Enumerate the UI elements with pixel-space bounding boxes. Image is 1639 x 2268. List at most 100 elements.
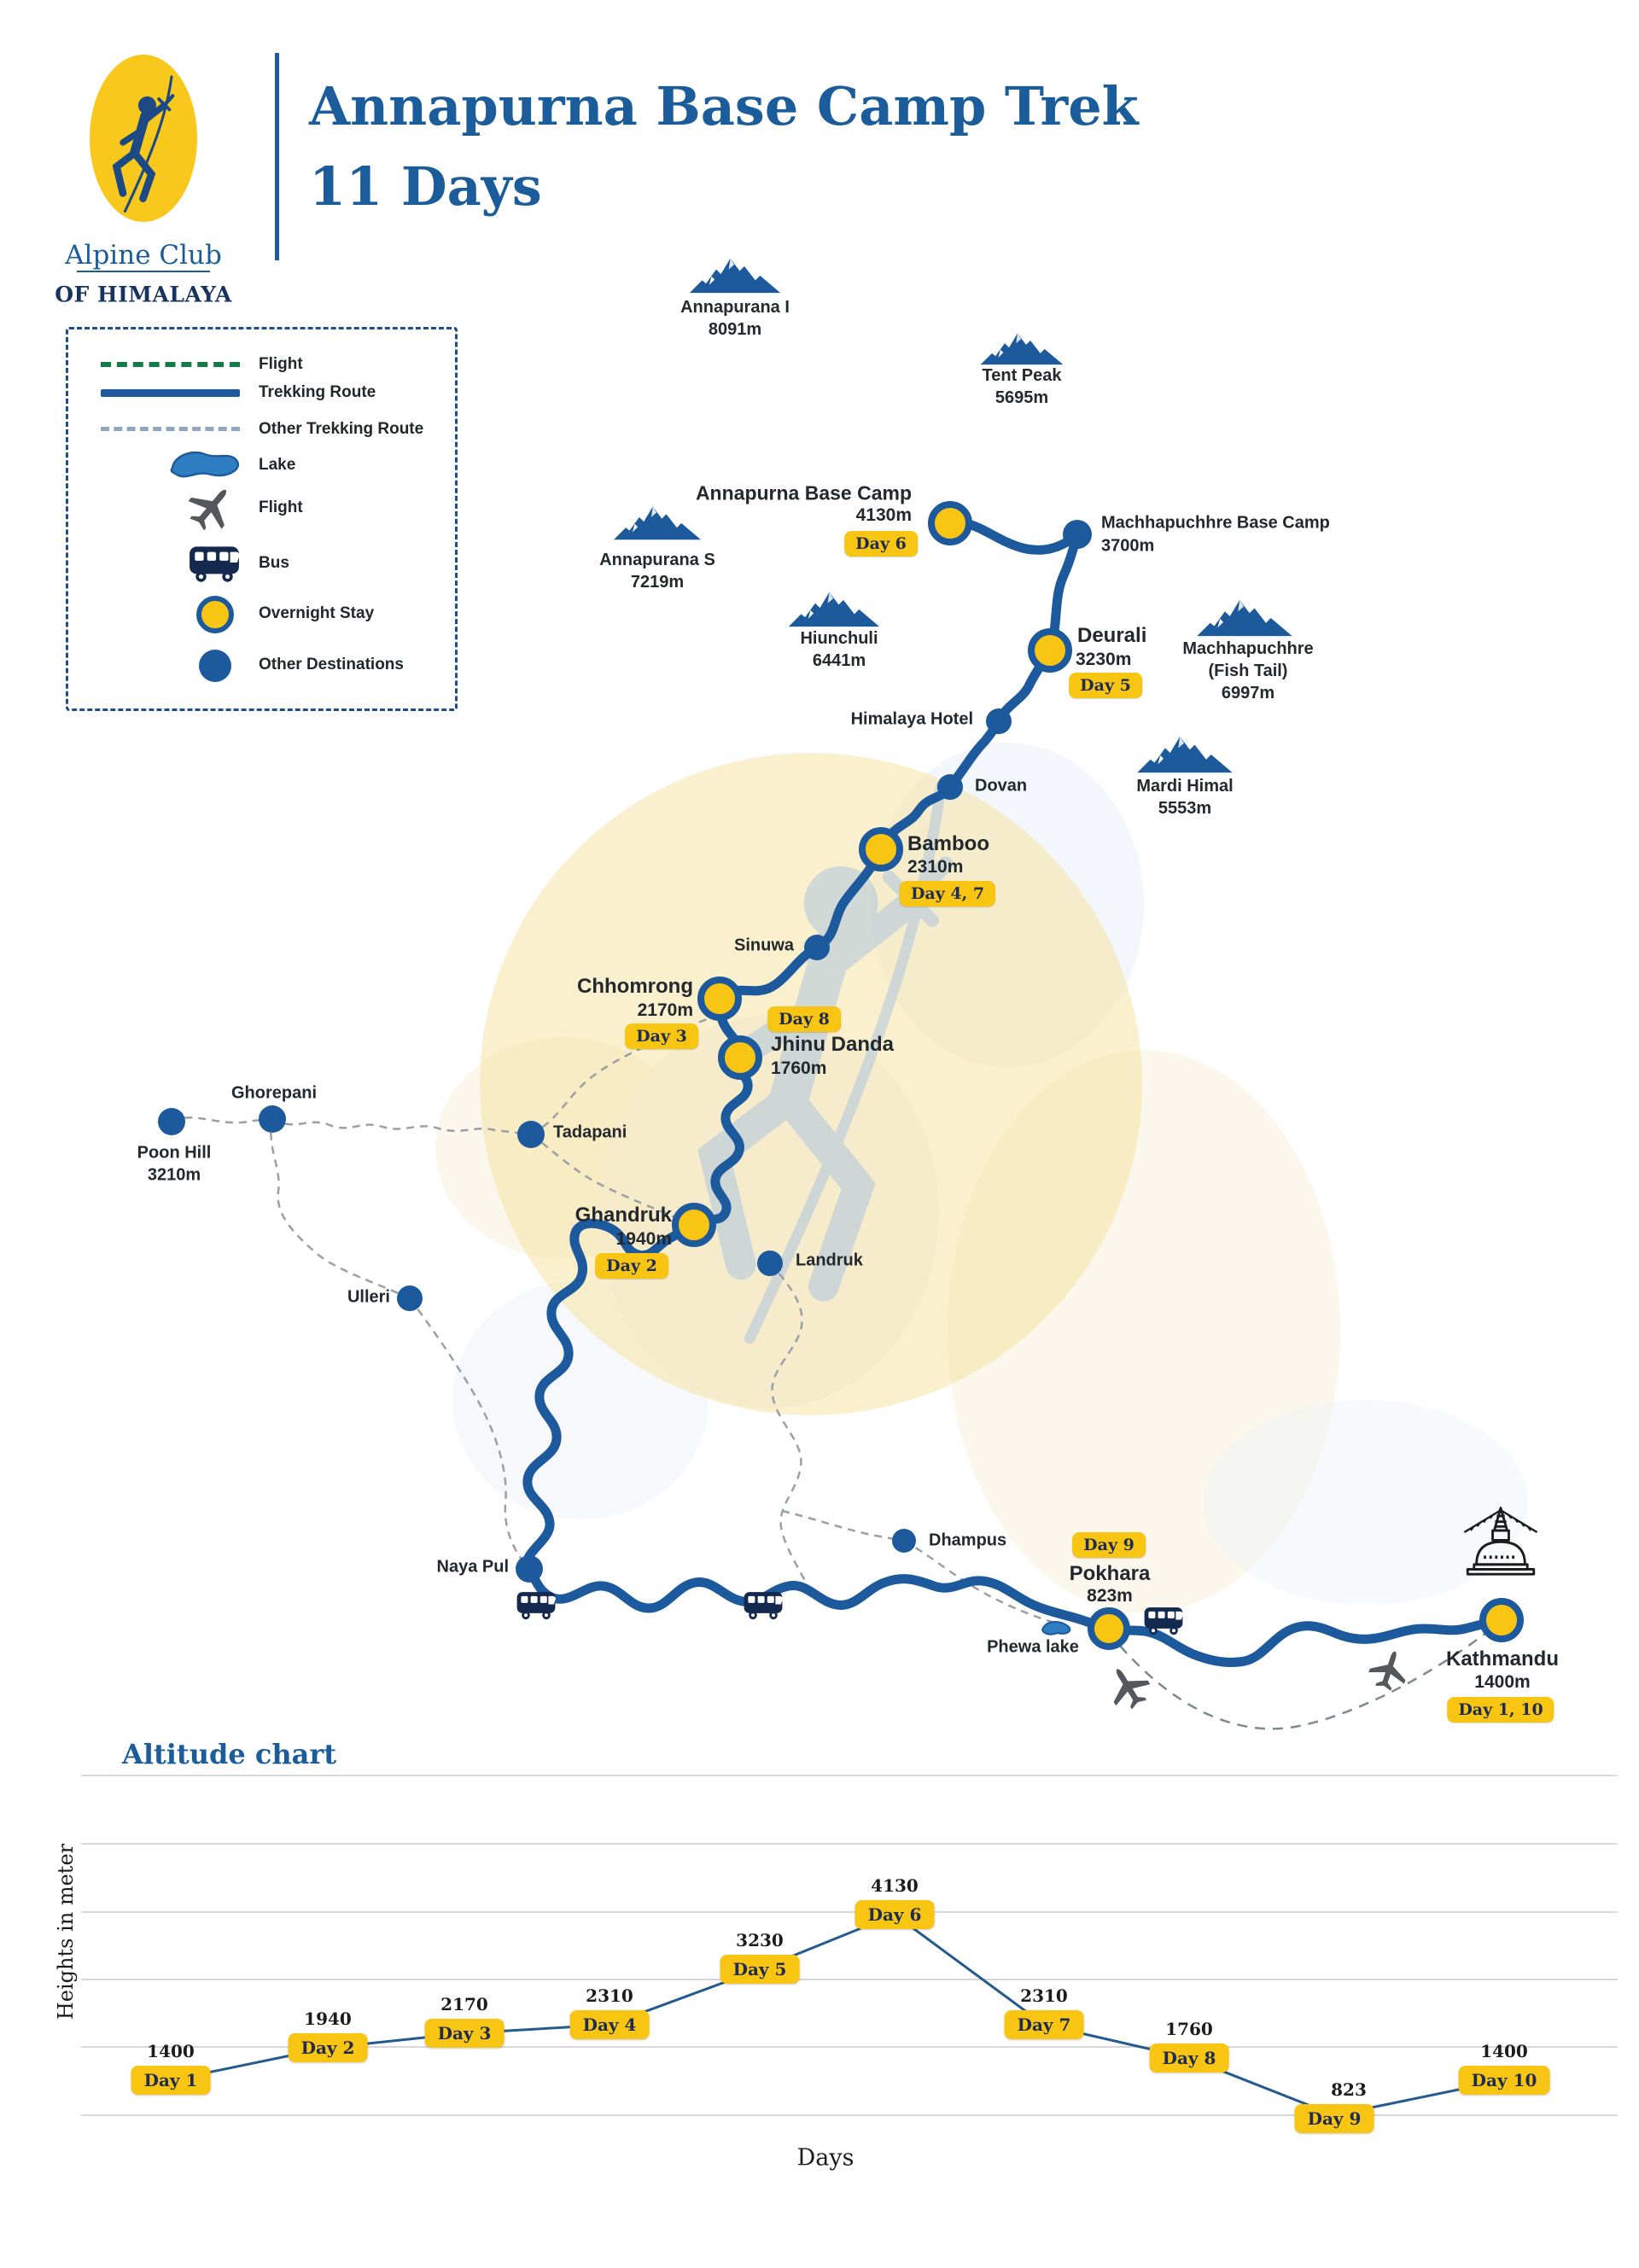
chart-value-day-9: 823 (1331, 2079, 1367, 2100)
stop-label-himalaya-hotel: Himalaya Hotel (850, 709, 973, 729)
chart-value-day-7: 2310 (1020, 1985, 1068, 2006)
mountain-elevation: 8091m (708, 320, 762, 339)
legend-label-trekking-route: Trekking Route (259, 383, 376, 401)
mountain-elevation: 6997m (1221, 684, 1275, 703)
chart-y-axis-label: Heights in meter (54, 1843, 78, 2020)
mountain-icon-annapurana-s (613, 506, 702, 540)
stop-label-kathmandu: Kathmandu (1446, 1647, 1559, 1670)
stop-pokhara (1088, 1607, 1130, 1650)
stop-label-naya-pul: Naya Pul (436, 1557, 509, 1577)
mountain-name: Hiunchuli (800, 629, 878, 648)
stop-kathmandu (1479, 1598, 1524, 1642)
mountain-name: Tent Peak (982, 366, 1062, 385)
legend-label-lake: Lake (259, 456, 296, 474)
dot-tadapani (517, 1121, 545, 1148)
trekking-route-swatch (101, 389, 240, 397)
watermark-logo (480, 753, 1142, 1415)
mountain-icon-tent-peak (980, 333, 1064, 365)
chart-value-day-10: 1400 (1480, 2041, 1528, 2061)
flight-route (1119, 1631, 1488, 1730)
stop-label-chhomrong: Chhomrong (577, 975, 693, 998)
mountain-icon-annapurana-1 (689, 258, 781, 294)
mountain-elevation: 5695m (994, 388, 1049, 407)
chart-badge-day-4: Day 4 (569, 2010, 650, 2039)
bus-icon-middle (744, 1592, 783, 1620)
chart-value-day-6: 4130 (871, 1875, 919, 1896)
brand-underline (77, 271, 210, 272)
legend-label-overnight-stay: Overnight Stay (259, 604, 375, 622)
airplane-icon-kathmandu (1365, 1645, 1414, 1694)
chart-value-day-1: 1400 (147, 2041, 195, 2061)
day-badge-annapurna-base-camp: Day 6 (844, 531, 918, 557)
mountain-label-annapurana-s: Annapurana S 7219m (599, 549, 715, 593)
chart-badge-day-1: Day 1 (131, 2066, 211, 2095)
mountain-name: Machhapuchhre (1182, 639, 1314, 658)
dot-naya-pul (516, 1555, 543, 1583)
chart-badge-day-10: Day 10 (1458, 2066, 1550, 2095)
stop-elevation-pokhara: 823m (1087, 1586, 1133, 1606)
stop-elevation-deurali: 3230m (1076, 650, 1132, 669)
bus-icon-pokhara (1144, 1607, 1183, 1635)
legend-label-other-trekking-route: Other Trekking Route (259, 420, 424, 438)
chart-line (170, 1913, 1505, 2117)
mountain-label-hiunchuli: Hiunchuli 6441m (800, 627, 878, 672)
mountain-label-mardi-himal: Mardi Himal 5553m (1136, 775, 1233, 819)
other-destinations-icon (199, 650, 231, 682)
chart-badge-day-3: Day 3 (424, 2019, 505, 2048)
stop-label-ghorepani: Ghorepani (230, 1083, 318, 1103)
dot-poon-hill (158, 1108, 185, 1135)
stop-annapurna-base-camp (928, 501, 972, 545)
stop-label-bamboo: Bamboo (907, 832, 989, 855)
day-badge-ghandruk: Day 2 (595, 1253, 668, 1279)
stop-deurali (1028, 628, 1072, 673)
chart-badge-day-9: Day 9 (1294, 2104, 1374, 2133)
bus-icon-naya-pul (516, 1592, 556, 1620)
chart-value-day-2: 1940 (304, 2009, 352, 2029)
dot-dhampus (892, 1529, 916, 1553)
page-title: Annapurna Base Camp Trek 11 Days (309, 67, 1139, 227)
dot-machhapuchhre-base-camp (1063, 520, 1092, 549)
brand-logo (90, 55, 197, 222)
mountain-label-machhapuchhre: Machhapuchhre (Fish Tail) 6997m (1182, 638, 1313, 704)
stop-label-jhinu-danda: Jhinu Danda (771, 1033, 895, 1056)
header-divider (275, 53, 279, 260)
dot-ulleri (397, 1286, 423, 1311)
brand-subtitle: OF HIMALAYA (55, 282, 232, 307)
chart-x-axis-label: Days (796, 2144, 854, 2172)
stop-label-tadapani: Tadapani (553, 1122, 627, 1142)
page-title-line2: 11 Days (309, 155, 542, 218)
stop-elevation-jhinu-danda: 1760m (771, 1058, 827, 1078)
chart-value-day-8: 1760 (1165, 2019, 1213, 2039)
other-trekking-routes (171, 1012, 1053, 1624)
map-legend: Flight Trekking Route Other Trekking Rou… (66, 327, 458, 711)
dot-ghorepani (259, 1105, 286, 1133)
stop-elevation-kathmandu: 1400m (1474, 1672, 1531, 1692)
stop-label-annapurna-base-camp: Annapurna Base Camp (695, 481, 912, 504)
chart-badge-day-2: Day 2 (288, 2033, 368, 2062)
legend-label-other-destinations: Other Destinations (259, 656, 404, 673)
label-phewa-lake: Phewa lake (987, 1637, 1079, 1657)
stop-label-pokhara: Pokhara (1069, 1562, 1151, 1585)
stop-ghandruk (672, 1203, 716, 1247)
legend-label-bus: Bus (259, 554, 289, 572)
airplane-icon-pokhara (1099, 1659, 1157, 1716)
stop-label-ulleri: Ulleri (347, 1287, 390, 1307)
mountain-icon-hiunchuli (788, 592, 880, 627)
brand-name: Alpine Club (65, 240, 222, 271)
stop-elevation-chhomrong: 2170m (637, 1000, 693, 1020)
dot-himalaya-hotel (986, 708, 1012, 734)
mountain-label-tent-peak: Tent Peak 5695m (983, 364, 1062, 409)
other-trekking-route-swatch (101, 427, 240, 431)
mountain-name: Annapurana S (599, 551, 715, 569)
chart-value-day-4: 2310 (586, 1985, 633, 2006)
chart-title: Altitude chart (122, 1738, 336, 1770)
stop-label-sinuwa: Sinuwa (733, 936, 794, 955)
day-badge-jhinu-danda: Day 8 (767, 1006, 841, 1032)
stop-bamboo (859, 827, 903, 872)
stop-label-dhampus: Dhampus (929, 1530, 1007, 1550)
dot-dovan (937, 774, 963, 800)
day-badge-kathmandu: Day 1, 10 (1447, 1697, 1554, 1723)
chart-badge-day-5: Day 5 (720, 1955, 800, 1984)
